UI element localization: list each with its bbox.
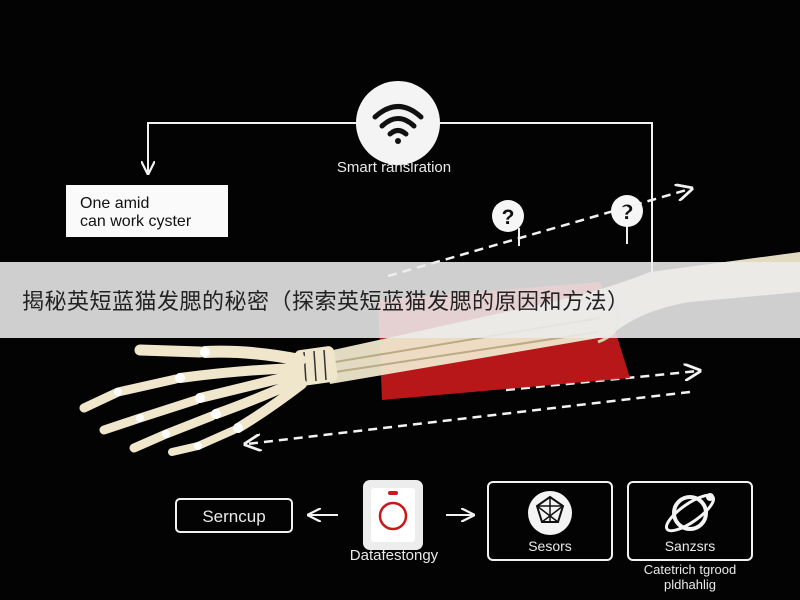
sensor1-label: Sesors: [528, 538, 572, 554]
question-mark: ?: [621, 201, 634, 224]
dashed-arrow-lower: [247, 390, 691, 444]
connector-wifi-right: [440, 122, 653, 282]
dashed-arrow-upper: [387, 189, 690, 278]
note-line-2: can work cyster: [80, 213, 192, 230]
question-pin-right: ?: [611, 195, 643, 244]
banner-title: 揭秘英短蓝猫发腮的秘密（探索英短蓝猫发腮的原因和方法）: [22, 290, 630, 315]
wifi-label: Smart ranslration: [337, 159, 451, 176]
record-icon: [378, 501, 408, 531]
question-pin-left: ?: [492, 200, 524, 246]
note-box: One amid can work cyster: [66, 185, 228, 237]
connector-wifi-to-note: [148, 122, 356, 172]
dashed-arrow-mid: [505, 371, 698, 392]
wrist-joint: [294, 346, 338, 386]
wifi-icon: [372, 104, 424, 120]
setup-box: Serncup: [175, 498, 293, 533]
sensor2-caption-1: Catetrich tgrood: [644, 562, 737, 577]
hand-bones: [79, 344, 307, 456]
sensor-grid-icon: [528, 491, 572, 535]
sensor-box-2: Sanzsrs: [627, 481, 753, 561]
sensor-box-1: Sesors: [487, 481, 613, 561]
wifi-node: [356, 81, 440, 165]
orbit-icon: [664, 493, 716, 533]
sensor2-caption-2: pldhahlig: [664, 577, 716, 592]
phone-label: Datafestongy: [350, 547, 439, 564]
setup-label: Serncup: [202, 507, 265, 526]
phone-device: [363, 480, 423, 550]
note-line-1: One amid: [80, 195, 149, 212]
sensor2-label: Sanzsrs: [665, 538, 716, 554]
question-mark: ?: [502, 206, 515, 229]
finger-joints: [114, 347, 243, 450]
title-banner: 揭秘英短蓝猫发腮的秘密（探索英短蓝猫发腮的原因和方法）: [0, 262, 800, 338]
